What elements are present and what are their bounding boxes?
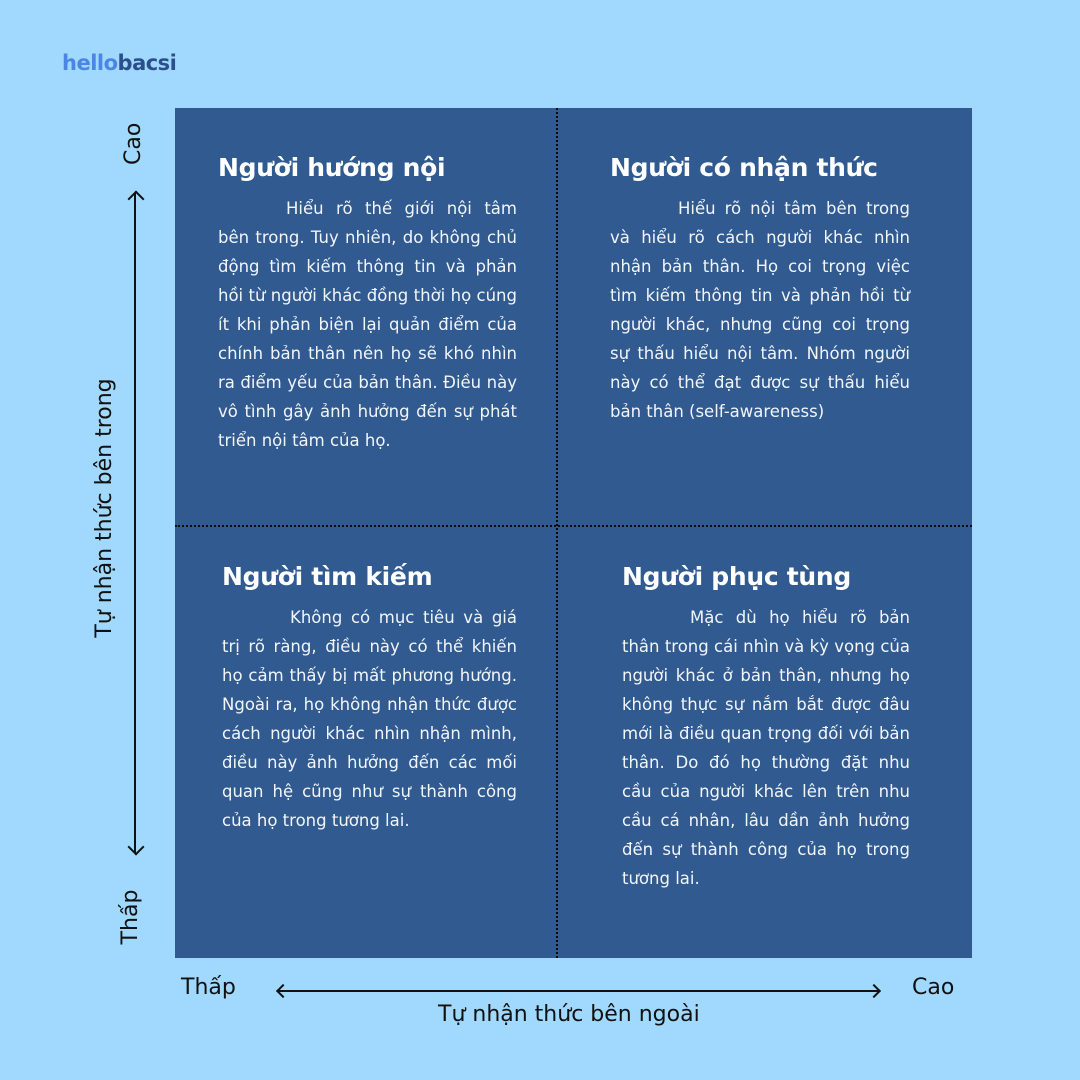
y-axis-high-label: Cao bbox=[121, 122, 146, 165]
quadrant-seeker: Người tìm kiếm Không có mục tiêu và giá … bbox=[222, 561, 517, 835]
quadrant-description: Hiểu rõ nội tâm bên trong và hiểu rõ các… bbox=[610, 199, 910, 421]
x-axis-low-label: Thấp bbox=[181, 975, 236, 1000]
quadrant-description: Không có mục tiêu và giá trị rõ ràng, đi… bbox=[222, 608, 517, 830]
x-axis-high-label: Cao bbox=[912, 975, 955, 1000]
y-axis-title: Tự nhận thức bên trong bbox=[92, 378, 117, 638]
hellobacsi-logo: hellobacsi bbox=[62, 50, 177, 76]
arrow-right-icon bbox=[866, 983, 882, 999]
quadrant-title: Người hướng nội bbox=[218, 153, 446, 182]
vertical-divider bbox=[556, 108, 558, 958]
logo-hello: hello bbox=[62, 51, 118, 75]
y-axis-low-label: Thấp bbox=[118, 889, 143, 945]
arrow-up-icon bbox=[127, 190, 145, 208]
x-axis-title: Tự nhận thức bên ngoài bbox=[438, 1002, 700, 1027]
arrow-down-icon bbox=[127, 838, 145, 856]
quadrant-description: Mặc dù họ hiểu rõ bản thân trong cái nhì… bbox=[622, 608, 910, 888]
quadrant-introspector: Người hướng nội Hiểu rõ thế giới nội tâm… bbox=[218, 152, 517, 455]
horizontal-divider bbox=[175, 525, 972, 527]
quadrant-aware: Người có nhận thức Hiểu rõ nội tâm bên t… bbox=[610, 152, 910, 426]
quadrant-title: Người phục tùng bbox=[622, 562, 852, 591]
x-axis-line bbox=[275, 983, 882, 999]
self-awareness-matrix: Người hướng nội Hiểu rõ thế giới nội tâm… bbox=[175, 108, 972, 958]
quadrant-title: Người tìm kiếm bbox=[222, 562, 433, 591]
quadrant-pleaser: Người phục tùng Mặc dù họ hiểu rõ bản th… bbox=[622, 561, 910, 893]
logo-bacsi: bacsi bbox=[117, 51, 177, 75]
quadrant-title: Người có nhận thức bbox=[610, 153, 878, 182]
y-axis-line bbox=[127, 190, 145, 856]
quadrant-description: Hiểu rõ thế giới nội tâm bên trong. Tuy … bbox=[218, 199, 517, 450]
arrow-left-icon bbox=[275, 983, 291, 999]
